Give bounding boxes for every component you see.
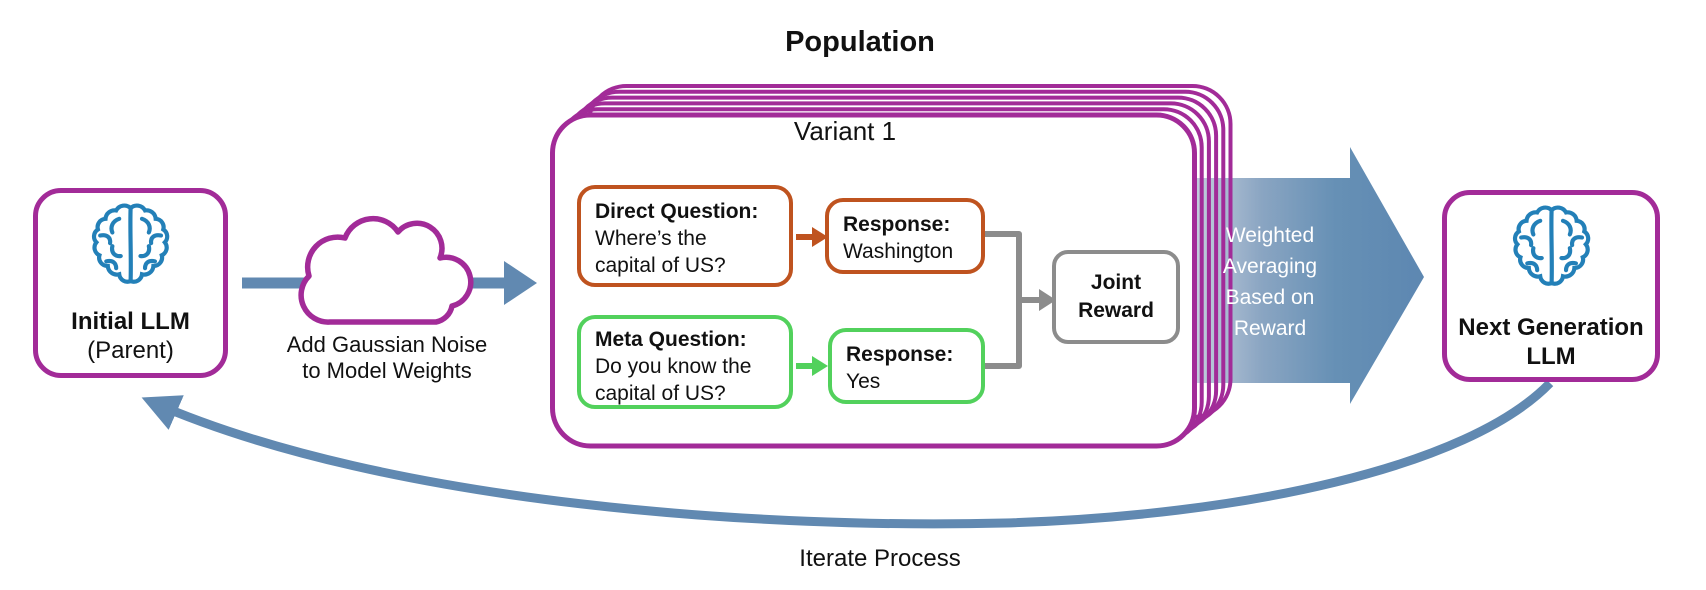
meta-response-box: Response: Yes — [828, 328, 985, 404]
next-generation-llm-line2: LLM — [1526, 343, 1576, 370]
direct-response-label: Response: — [843, 213, 951, 236]
direct-response-box: Response: Washington — [825, 198, 985, 274]
weighted-line4: Reward — [1233, 317, 1307, 340]
meta-response-value: Yes — [846, 370, 881, 393]
direct-question-line1: Where’s the — [595, 227, 707, 250]
weighted-line1: Weighted — [1225, 224, 1315, 247]
iterate-process-label: Iterate Process — [799, 545, 961, 572]
next-generation-llm-node — [1442, 190, 1660, 382]
meta-question-arrow — [796, 356, 828, 376]
meta-question-label: Meta Question: — [595, 328, 747, 351]
noise-step-line2: to Model Weights — [302, 358, 472, 383]
noise-step-label: Add Gaussian Noise to Model Weights — [268, 332, 506, 384]
meta-question-line1: Do you know the — [595, 355, 752, 378]
joint-reward-line2: Reward — [1078, 299, 1154, 322]
direct-question-arrow — [796, 227, 828, 247]
joint-reward-box: Joint Reward — [1052, 250, 1180, 344]
weighted-line2: Averaging — [1222, 255, 1318, 278]
iterate-process-arrow — [141, 379, 1554, 529]
weighted-line3: Based on — [1225, 286, 1315, 309]
joint-reward-connector — [983, 231, 1056, 369]
direct-question-label: Direct Question: — [595, 200, 759, 223]
initial-llm-subtitle: (Parent) — [87, 337, 174, 364]
direct-question-line2: capital of US? — [595, 254, 726, 277]
initial-llm-title: Initial LLM — [71, 308, 190, 335]
joint-reward-line1: Joint — [1090, 271, 1142, 294]
variant-label: Variant 1 — [793, 116, 897, 146]
gaussian-noise-cloud-icon — [298, 215, 474, 325]
direct-response-value: Washington — [843, 240, 954, 263]
next-generation-llm-line1: Next Generation — [1458, 314, 1644, 341]
direct-question-box: Direct Question: Where’s the capital of … — [577, 185, 793, 287]
meta-question-box: Meta Question: Do you know the capital o… — [577, 315, 793, 409]
population-title: Population — [785, 26, 935, 58]
meta-response-label: Response: — [846, 343, 954, 366]
initial-llm-node — [33, 188, 228, 378]
weighted-averaging-arrow — [1192, 147, 1424, 404]
weighted-averaging-label: Weighted Averaging Based on Reward — [1186, 220, 1354, 344]
noise-step-line1: Add Gaussian Noise — [286, 332, 488, 357]
meta-question-line2: capital of US? — [595, 382, 726, 405]
